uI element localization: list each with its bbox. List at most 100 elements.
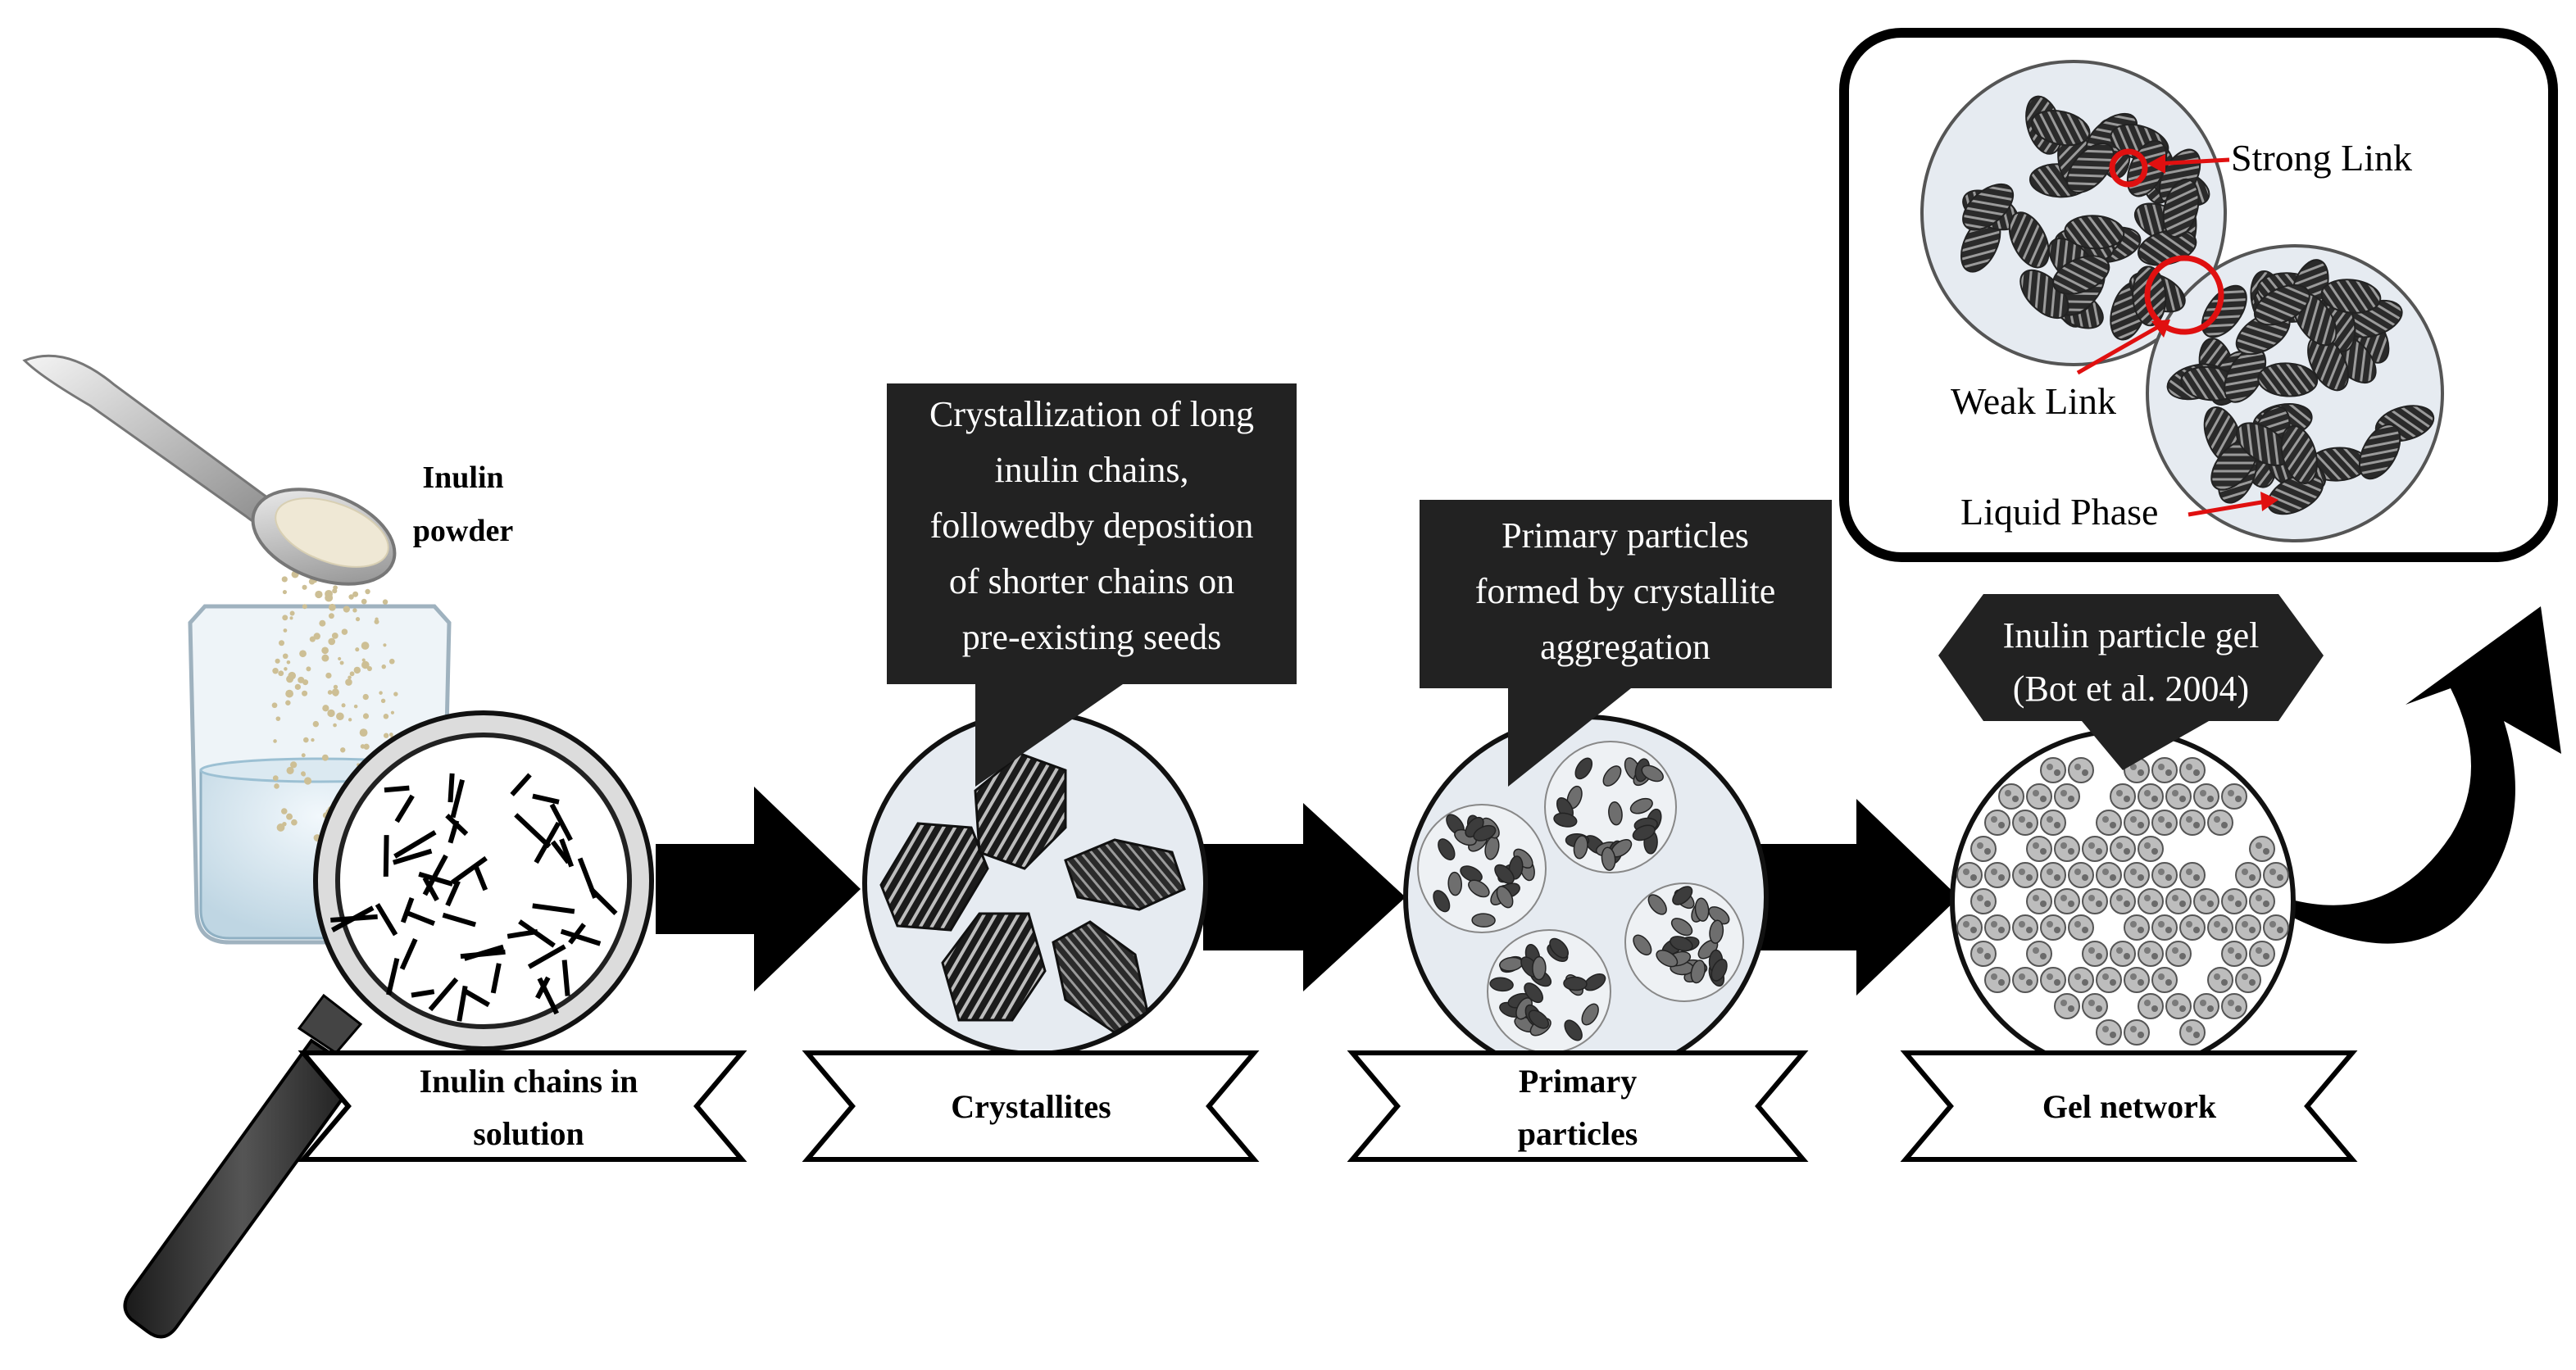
gel-particle: [2124, 914, 2150, 941]
liquid-phase-label: Liquid Phase: [1960, 491, 2158, 533]
ribbon-solution-line1: Inulin chains in: [420, 1063, 638, 1100]
gel-particle: [1984, 810, 2010, 836]
gel-particle: [2207, 810, 2233, 836]
powder-grain: [345, 678, 352, 686]
powder-grain: [361, 658, 366, 662]
crystallite-ellipse: [1670, 936, 1693, 952]
arrow-3: [1754, 799, 1959, 996]
inulin-chain: [392, 848, 433, 865]
powder-grain: [359, 728, 368, 737]
inulin-chain: [537, 977, 559, 1015]
powder-grain: [365, 588, 370, 595]
inulin-chain: [400, 896, 415, 923]
spoon: [22, 354, 397, 586]
powder-grain: [379, 691, 383, 695]
ribbon-gel: Gel network: [1900, 1050, 2358, 1162]
liquid-phase-arrowhead: [2260, 492, 2278, 511]
powder-grain: [282, 821, 287, 827]
magnifier-handle: [123, 993, 363, 1339]
gel-particle: [2012, 967, 2038, 993]
inulin-chain: [448, 819, 460, 844]
inulin-chain: [514, 813, 552, 849]
weak-link-pointer: [2076, 321, 2165, 375]
inset-crystallite: [2280, 424, 2318, 485]
powder-grain: [290, 761, 298, 769]
arrow-1: [656, 787, 861, 991]
powder-grain: [380, 698, 386, 704]
powder-grain: [393, 692, 398, 696]
callout-crystallization-line5: pre-existing seeds: [962, 617, 1221, 657]
powder-grain: [303, 737, 309, 743]
gel-particle: [2179, 810, 2206, 836]
strong-link-arrowhead: [2147, 154, 2165, 174]
powder-grain: [362, 693, 369, 701]
callout-primary: Primary particles formed by crystallite …: [1420, 500, 1832, 787]
ribbon-primary-line2: particles: [1518, 1115, 1638, 1152]
inulin-chain: [534, 821, 561, 864]
gel-particle: [1984, 862, 2010, 888]
inulin-chain: [532, 903, 575, 914]
crystallite-ellipse: [1494, 864, 1515, 884]
gel-particle: [2068, 914, 2094, 941]
inset-crystallite: [2008, 211, 2050, 269]
gel-particle: [2235, 862, 2261, 888]
gel-particle: [2179, 914, 2206, 941]
crystallite-ellipse: [1602, 765, 1622, 787]
powder-grain: [361, 598, 367, 605]
callout-crystallization-line2: inulin chains,: [994, 450, 1188, 490]
powder-grain: [322, 705, 329, 712]
crystallite-ellipse: [1711, 959, 1728, 982]
gel-particle: [2249, 836, 2275, 862]
powder-grain: [300, 677, 304, 681]
inset-crystallite: [1962, 183, 2015, 231]
powder-grain: [349, 671, 355, 677]
powder-grain: [291, 819, 298, 826]
crystallite-ellipse: [1629, 797, 1653, 814]
ribbon-solution-line2: solution: [473, 1115, 584, 1152]
powder-grain: [273, 739, 277, 743]
powder-label-line1: Inulin: [422, 460, 503, 495]
powder-grain: [355, 617, 361, 622]
gel-particle: [2151, 967, 2178, 993]
inset-crystallite: [2030, 110, 2091, 147]
gel-particle: [2193, 993, 2219, 1019]
powder-grain: [327, 709, 335, 718]
inulin-chain: [422, 854, 448, 896]
powder-grain: [282, 615, 288, 621]
inulin-chain: [394, 794, 415, 823]
gel-particle: [2012, 914, 2038, 941]
powder-grain: [374, 619, 379, 624]
crystallite-ellipse: [1574, 757, 1593, 780]
callout-gel: Inulin particle gel (Bot et al. 2004): [1938, 594, 2324, 770]
strong-link-label: Strong Link: [2231, 137, 2412, 179]
powder-grain: [348, 718, 352, 722]
powder-grain: [333, 684, 338, 690]
powder-grain: [275, 716, 281, 721]
powder-grain: [282, 653, 288, 660]
gel-particle: [2054, 783, 2080, 810]
powder-grain: [331, 632, 338, 639]
crystallite-ellipse: [1553, 812, 1578, 828]
inulin-chain: [445, 880, 461, 907]
callout-crystallization: Crystallization of long inulin chains, f…: [887, 383, 1297, 787]
powder-grain: [302, 679, 309, 686]
gel-particle: [2207, 967, 2233, 993]
inset-crystallite: [2358, 424, 2401, 480]
inulin-chain: [560, 928, 602, 946]
weak-link-marker: [2144, 255, 2224, 335]
powder-grain: [325, 589, 333, 598]
powder-grain: [332, 690, 339, 696]
powder-grain: [289, 610, 295, 616]
powder-grain: [352, 608, 357, 613]
gel-particle: [2151, 914, 2178, 941]
gel-particle: [2151, 862, 2178, 888]
powder-grain: [340, 747, 346, 753]
inulin-chain: [399, 937, 418, 970]
powder-grain: [325, 672, 332, 679]
ribbon-crystallites: Crystallites: [802, 1050, 1260, 1162]
gel-particle: [2263, 862, 2289, 888]
gel-particle: [2179, 862, 2206, 888]
gel-particle: [2040, 862, 2066, 888]
gel-particle: [2221, 783, 2247, 810]
inulin-chain: [568, 923, 586, 945]
